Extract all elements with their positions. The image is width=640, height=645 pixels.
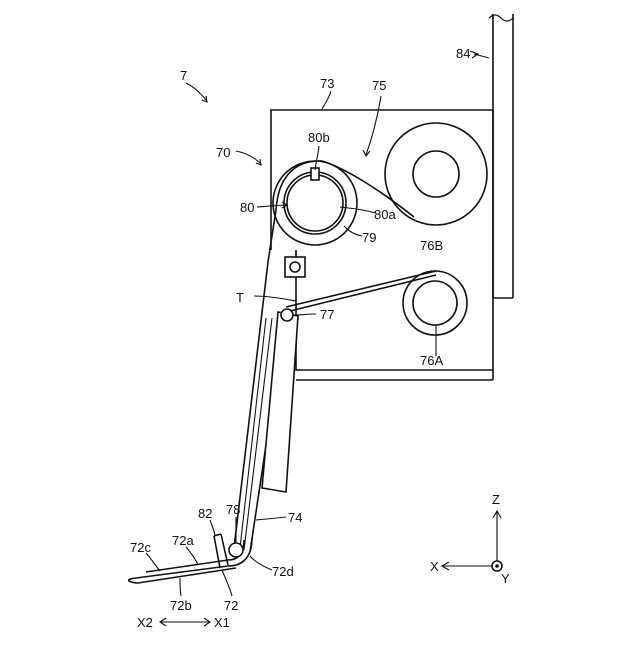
labels: 7 84 73 75 70 80b 80 80a 79 76B T 77 76A… — [130, 46, 470, 613]
label-73: 73 — [320, 76, 334, 91]
coordinate-axes: Z X Y — [430, 492, 510, 586]
label-72: 72 — [224, 598, 238, 613]
label-76a: 76A — [420, 353, 443, 368]
housing-73 — [271, 110, 493, 380]
label-76b: 76B — [420, 238, 443, 253]
sensor-block — [285, 257, 305, 277]
axis-x-label: X — [430, 559, 439, 574]
label-80: 80 — [240, 200, 254, 215]
label-72c: 72c — [130, 540, 151, 555]
label-75: 75 — [372, 78, 386, 93]
label-t: T — [236, 290, 244, 305]
label-x2: X2 — [137, 615, 153, 630]
axis-z-label: Z — [492, 492, 500, 507]
x1-x2-direction: X2 X1 — [137, 615, 230, 630]
label-72b: 72b — [170, 598, 192, 613]
label-80a: 80a — [374, 207, 396, 222]
tape-t — [234, 161, 436, 552]
roller-79-80 — [273, 161, 357, 245]
label-70: 70 — [216, 145, 230, 160]
roller-77 — [281, 309, 293, 321]
label-7: 7 — [180, 68, 187, 83]
label-72d: 72d — [272, 564, 294, 579]
label-72a: 72a — [172, 533, 194, 548]
label-84: 84 — [456, 46, 470, 61]
axis-y-label: Y — [501, 571, 510, 586]
label-77: 77 — [320, 307, 334, 322]
label-x1: X1 — [214, 615, 230, 630]
label-74: 74 — [288, 510, 302, 525]
roller-78 — [229, 543, 243, 557]
label-78: 78 — [226, 502, 240, 517]
label-79: 79 — [362, 230, 376, 245]
label-82: 82 — [198, 506, 212, 521]
label-80b: 80b — [308, 130, 330, 145]
reel-76b — [385, 123, 487, 225]
